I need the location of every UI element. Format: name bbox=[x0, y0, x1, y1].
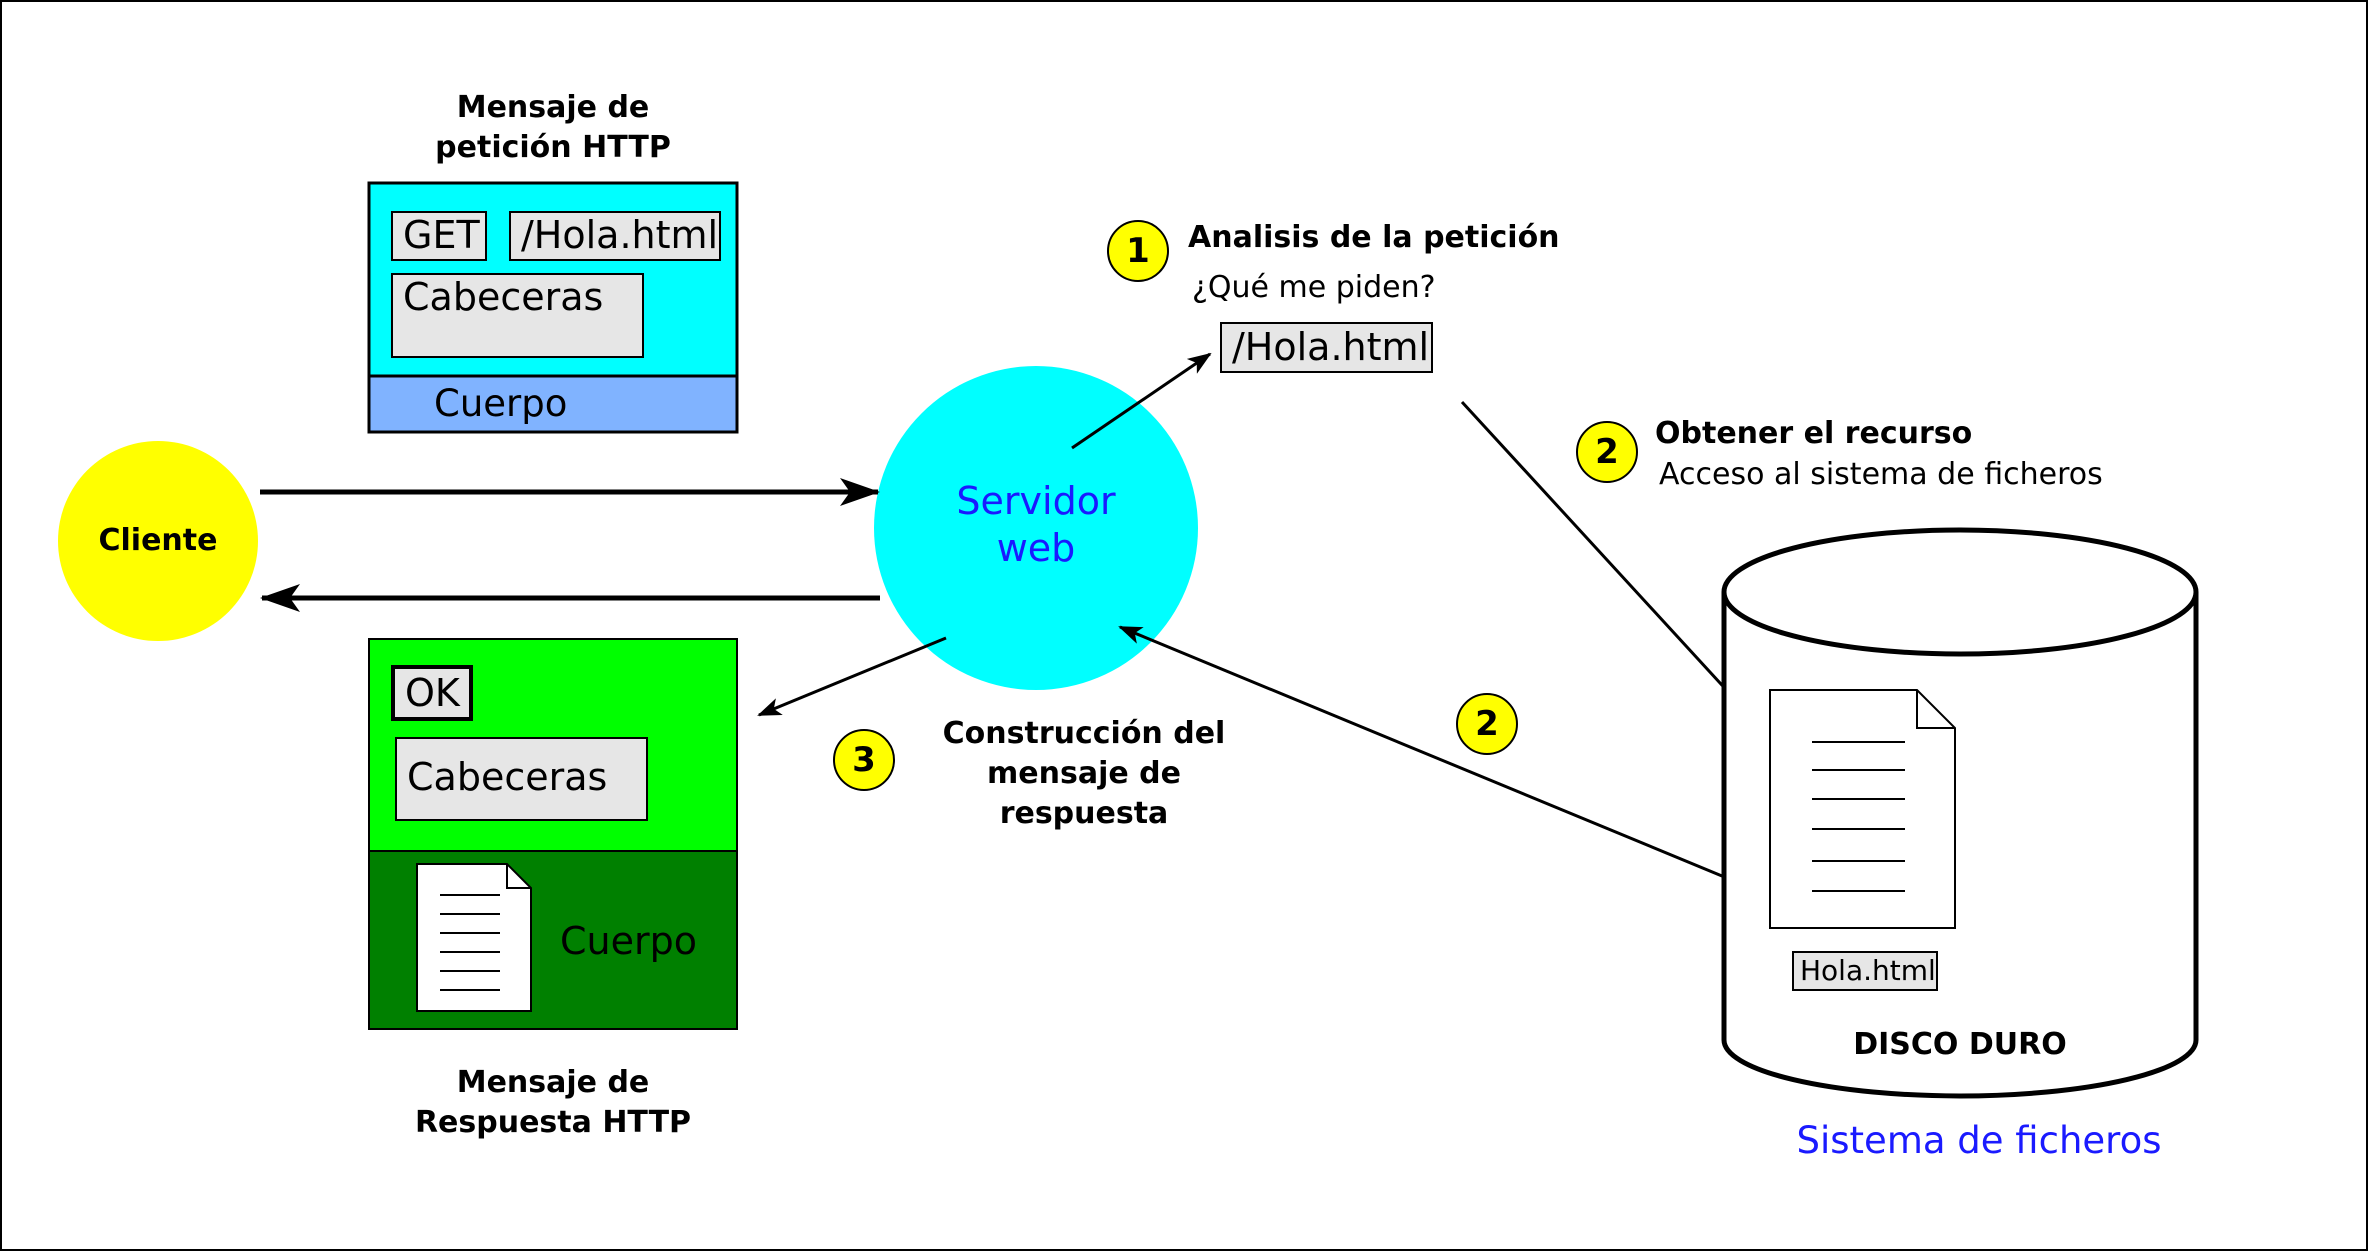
fetch-arrow bbox=[1460, 400, 1756, 722]
request-method-field: GET bbox=[391, 211, 487, 261]
request-title: Mensaje de petición HTTP bbox=[369, 88, 737, 168]
step1-badge: 1 bbox=[1107, 220, 1169, 282]
response-status-field: OK bbox=[391, 665, 473, 721]
document-icon bbox=[416, 863, 532, 1012]
analysis-arrow bbox=[1071, 352, 1212, 450]
client-node-shape bbox=[58, 441, 258, 641]
disk-file-name: Hola.html bbox=[1792, 951, 1938, 991]
step1-resource-field: /Hola.html bbox=[1220, 322, 1433, 373]
server-label-line2: web bbox=[996, 526, 1076, 570]
response-title-line1: Mensaje de bbox=[456, 1065, 650, 1100]
build-response-arrow bbox=[757, 636, 947, 717]
server-label-line1: Servidor bbox=[956, 479, 1116, 523]
request-title-line1: Mensaje de bbox=[456, 90, 650, 125]
request-body-label: Cuerpo bbox=[434, 382, 568, 425]
step2b-badge: 2 bbox=[1456, 693, 1518, 755]
step2-subtitle: Acceso al sistema de ficheros bbox=[1659, 457, 2103, 492]
disk-label: DISCO DURO bbox=[1853, 1027, 2067, 1062]
step1-subtitle: ¿Qué me piden? bbox=[1192, 270, 1436, 305]
response-title-line2: Respuesta HTTP bbox=[414, 1105, 692, 1140]
step3-title: Construcción del mensaje de respuesta bbox=[902, 714, 1266, 834]
request-path-field: /Hola.html bbox=[509, 211, 721, 261]
file-document-icon bbox=[1769, 689, 1956, 929]
response-title: Mensaje de Respuesta HTTP bbox=[369, 1063, 737, 1143]
filesystem-caption: Sistema de ficheros bbox=[1796, 1119, 2162, 1162]
return-arrow bbox=[1118, 625, 1781, 902]
step2-badge: 2 bbox=[1576, 421, 1638, 483]
server-node-shape bbox=[874, 366, 1198, 690]
request-title-line2: petición HTTP bbox=[435, 130, 671, 165]
request-headers-field: Cabeceras bbox=[391, 273, 644, 358]
client-label: Cliente bbox=[98, 523, 218, 558]
step3-title-line2: mensaje de respuesta bbox=[987, 756, 1181, 831]
step3-title-line1: Construcción del bbox=[942, 716, 1226, 751]
response-headers-field: Cabeceras bbox=[395, 737, 648, 821]
step2-title: Obtener el recurso bbox=[1655, 416, 1973, 451]
step3-badge: 3 bbox=[833, 729, 895, 791]
step1-title: Analisis de la petición bbox=[1188, 220, 1560, 255]
response-body-label: Cuerpo bbox=[560, 919, 697, 963]
server-label: Servidor web bbox=[874, 478, 1198, 572]
